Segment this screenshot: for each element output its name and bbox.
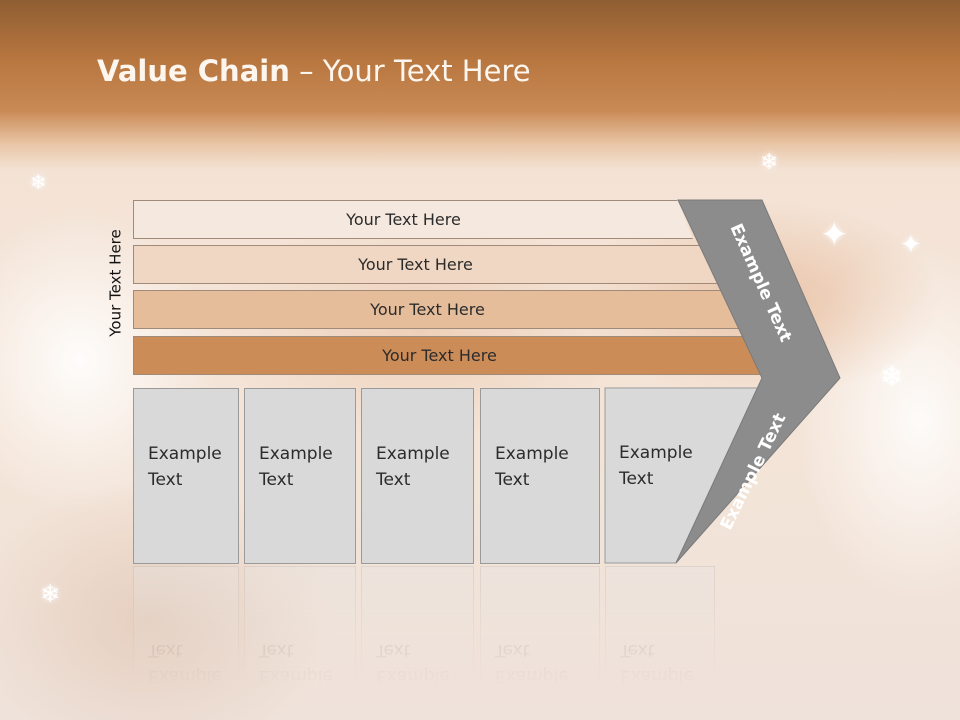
chevron-arrow	[675, 199, 841, 564]
box-line-2: Text	[376, 470, 411, 490]
example-box-5: Example Text	[605, 388, 715, 564]
box-line-1: Example	[148, 444, 222, 464]
header-band	[0, 0, 960, 170]
sparkle-icon: ✦	[820, 215, 849, 255]
box-line-2: Text	[376, 640, 411, 660]
example-box-4: Example Text	[480, 388, 600, 564]
bar-label: Your Text Here	[370, 300, 485, 319]
box-line-1: Example	[259, 666, 333, 686]
box-line-2: Text	[619, 469, 654, 489]
reflection-box: Example Text	[605, 566, 715, 720]
reflection-inner: Example Text Example Text Example Text E…	[0, 566, 960, 720]
bar-1: Your Text Here	[133, 200, 693, 239]
box-line-1: Example	[495, 444, 569, 464]
box-line-2: Text	[148, 640, 183, 660]
sparkle-icon: ❄	[880, 360, 904, 393]
bar-2: Your Text Here	[133, 245, 717, 284]
box-line-1: Example	[495, 666, 569, 686]
title-rest: – Your Text Here	[289, 54, 531, 88]
reflection-box: Example Text	[361, 566, 474, 720]
sparkle-icon: ❄	[760, 150, 779, 175]
bar-4: Your Text Here	[133, 336, 765, 375]
sparkle-icon: ❄	[30, 170, 47, 194]
box-line-1: Example	[148, 666, 222, 686]
box-line-2: Text	[259, 470, 294, 490]
box-line-2: Text	[495, 470, 530, 490]
box-line-1: Example	[619, 443, 693, 463]
bar-label: Your Text Here	[346, 210, 461, 229]
box-line-1: Example	[376, 444, 450, 464]
reflection-box: Example Text	[133, 566, 239, 720]
bar-3: Your Text Here	[133, 290, 741, 329]
page-title: Value Chain – Your Text Here	[97, 54, 531, 88]
bar-label: Your Text Here	[382, 346, 497, 365]
title-bold: Value Chain	[97, 54, 290, 88]
sparkle-icon: ✦	[900, 230, 922, 260]
bar-label: Your Text Here	[358, 255, 473, 274]
box-line-2: Text	[148, 470, 183, 490]
box-line-2: Text	[620, 640, 655, 660]
sparkle-icon: ❄	[40, 580, 61, 608]
box-line-1: Example	[259, 444, 333, 464]
example-box-3: Example Text	[361, 388, 474, 564]
box-line-2: Text	[495, 640, 530, 660]
reflection-box: Example Text	[244, 566, 356, 720]
reflection-box: Example Text	[480, 566, 600, 720]
reflection: Example Text Example Text Example Text E…	[0, 566, 960, 720]
box-line-2: Text	[259, 640, 294, 660]
box-line-1: Example	[620, 666, 694, 686]
example-box-2: Example Text	[244, 388, 356, 564]
box-line-1: Example	[376, 666, 450, 686]
example-box-1: Example Text	[133, 388, 239, 564]
